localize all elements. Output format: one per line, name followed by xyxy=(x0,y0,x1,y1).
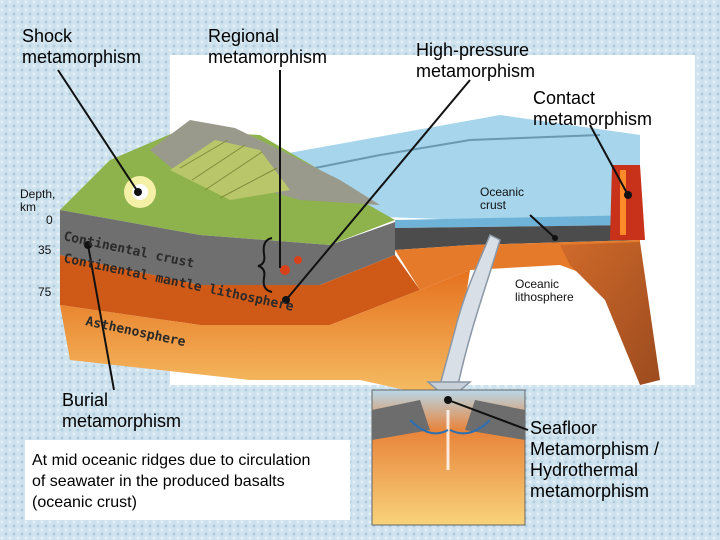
seafloor-pointer xyxy=(447,399,529,431)
high-pressure-metamorphism-label: High-pressure metamorphism xyxy=(416,40,536,81)
regional-brace xyxy=(257,237,273,293)
ocean-water xyxy=(395,215,640,228)
farm-fields xyxy=(170,140,290,200)
burial-pointer xyxy=(87,244,115,391)
subducting-slab xyxy=(560,242,660,385)
oceanic-lithosphere-label: Oceanic lithosphere xyxy=(515,277,574,304)
oceanic-crust-pointer xyxy=(529,214,556,239)
asthenosphere xyxy=(60,270,470,400)
contact-metamorphism-label: Contact metamorphism xyxy=(533,88,653,129)
contact-pointer xyxy=(589,124,629,196)
caption-panel xyxy=(25,440,350,520)
shock-metamorphism-label: Shock metamorphism xyxy=(22,26,142,67)
depth-axis-title: Depth, km xyxy=(20,187,56,214)
depth-tick-75: 75 xyxy=(38,285,52,299)
oceanic-crust-label: Oceanic crust xyxy=(480,185,525,212)
high-pressure-pointer xyxy=(285,79,471,301)
depth-tick-35: 35 xyxy=(38,243,52,257)
shock-pointer xyxy=(57,69,139,193)
magma-chamber xyxy=(610,165,645,240)
continental-crust xyxy=(60,210,395,285)
oceanic-crust xyxy=(395,225,640,250)
depth-tick-0: 0 xyxy=(46,213,53,227)
regional-metamorphism-label: Regional metamorphism xyxy=(208,26,328,67)
burial-metamorphism-label: Burial metamorphism xyxy=(62,390,182,431)
caption-text: At mid oceanic ridges due to circulation… xyxy=(32,452,311,511)
continental-mantle xyxy=(60,255,420,325)
seafloor-metamorphism-label: Seafloor Metamorphism / Hydrothermal met… xyxy=(530,418,660,501)
ridge-line xyxy=(279,134,601,176)
